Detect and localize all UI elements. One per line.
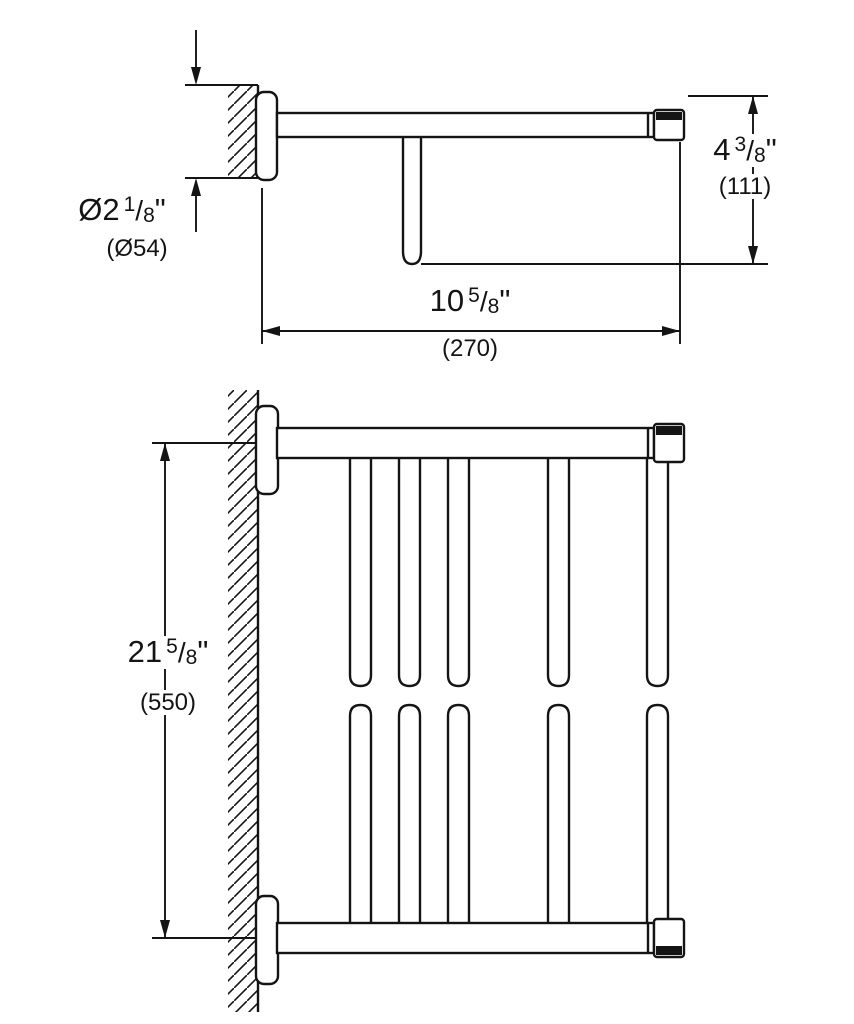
towel-hook xyxy=(401,137,423,266)
rack-prong xyxy=(397,458,422,688)
dim-unit: " xyxy=(197,634,209,669)
dim-denominator: 8 xyxy=(754,144,766,167)
dim-numerator: 1 xyxy=(123,193,136,216)
height-dimension-metric: (111) xyxy=(713,174,777,199)
rack-prongs-lower xyxy=(348,703,670,923)
dim-numerator: 5 xyxy=(468,284,480,307)
dimension-diameter xyxy=(191,30,201,232)
diameter-dimension-metric: (Ø54) xyxy=(106,235,168,262)
rack-prong xyxy=(546,703,571,923)
rack-prong xyxy=(397,703,422,923)
dim-prefix: 21 xyxy=(127,634,163,669)
wall-mount-plate-top xyxy=(254,404,280,496)
arrowhead-down xyxy=(191,67,201,85)
rack-prong xyxy=(645,703,670,923)
dim-fraction-separator: / xyxy=(746,135,755,166)
arrowhead-up xyxy=(748,96,758,114)
dim-denominator: 8 xyxy=(185,646,198,669)
dim-prefix: 4 xyxy=(713,132,731,167)
wall-mount-plate-side xyxy=(254,90,279,182)
arrowhead-right xyxy=(662,326,680,336)
end-cap-detail xyxy=(656,112,682,120)
rack-prong xyxy=(546,458,571,688)
dim-fraction-separator: / xyxy=(135,195,144,226)
dim-prefix: 10 xyxy=(429,283,465,318)
dim-unit: " xyxy=(765,132,777,167)
total-height-dimension-metric: (550) xyxy=(134,690,202,715)
dim-denominator: 8 xyxy=(143,204,155,227)
end-cap-detail xyxy=(656,946,682,955)
arrowhead-up xyxy=(191,178,201,196)
side-view xyxy=(185,30,768,344)
width-dimension-metric: (270) xyxy=(441,335,499,362)
rack-prong xyxy=(348,703,373,923)
dim-prefix: Ø2 xyxy=(78,192,120,227)
front-view xyxy=(152,390,686,1012)
wall-hatch-front xyxy=(228,390,258,1012)
wall-mount-plate-bottom xyxy=(254,894,280,986)
dim-denominator: 8 xyxy=(487,295,500,318)
dimension-width xyxy=(261,142,681,344)
towel-bar-top xyxy=(275,426,656,460)
dim-fraction-separator: / xyxy=(479,286,488,317)
dim-fraction-separator: / xyxy=(177,637,186,668)
arrowhead-left xyxy=(262,326,280,336)
arrowhead-down xyxy=(160,920,170,938)
dim-numerator: 3 xyxy=(734,133,747,156)
rack-prongs-upper xyxy=(348,458,670,688)
wall-hatch-side xyxy=(228,85,258,178)
rack-prong xyxy=(348,458,373,688)
arrowhead-down xyxy=(748,246,758,264)
end-cap-detail xyxy=(656,426,682,435)
dim-unit: " xyxy=(499,283,511,318)
rack-prong xyxy=(446,458,471,688)
rack-prong xyxy=(645,458,670,688)
rack-prong xyxy=(446,703,471,923)
towel-bar-side xyxy=(275,111,656,139)
dim-unit: " xyxy=(154,192,166,227)
arrowhead-up xyxy=(160,443,170,461)
dim-numerator: 5 xyxy=(166,635,178,658)
towel-bar-bottom xyxy=(275,921,656,955)
